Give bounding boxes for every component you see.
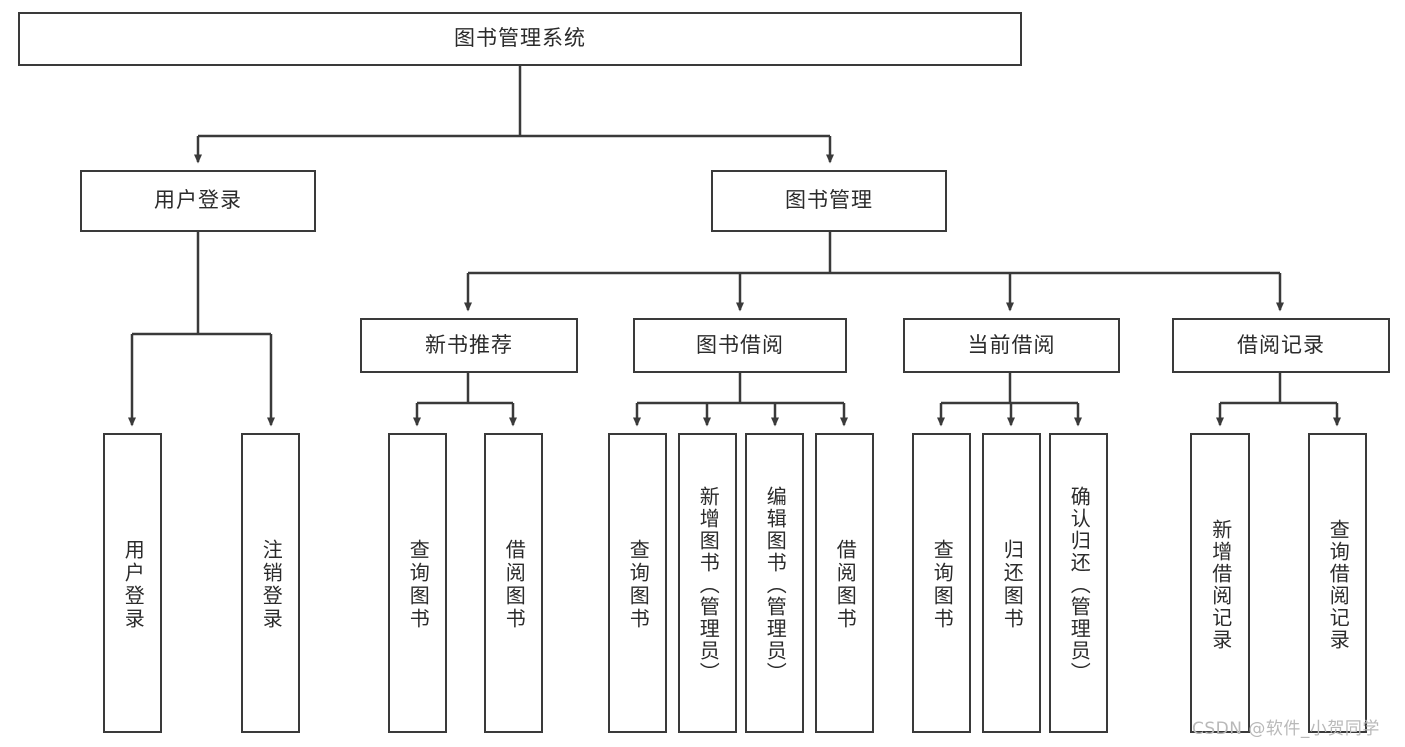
node-leaf-add-book-label: 新增图书（管理员） [696, 486, 721, 684]
csdn-watermark: CSDN @软件_小贺同学 [1192, 719, 1380, 739]
node-leaf-borrow-book-1-label: 借阅图书 [502, 539, 527, 631]
node-leaf-query-book-2[interactable]: 查询图书 [608, 433, 667, 733]
node-leaf-edit-book-label: 编辑图书（管理员） [763, 486, 788, 684]
node-user-login[interactable]: 用户登录 [80, 170, 316, 232]
node-leaf-edit-book[interactable]: 编辑图书（管理员） [745, 433, 804, 733]
node-leaf-query-record[interactable]: 查询借阅记录 [1308, 433, 1367, 733]
node-book-borrow-label: 图书借阅 [696, 332, 784, 357]
node-leaf-borrow-book-1[interactable]: 借阅图书 [484, 433, 543, 733]
node-root-label: 图书管理系统 [454, 26, 586, 51]
node-borrow-record[interactable]: 借阅记录 [1172, 318, 1390, 373]
node-leaf-query-record-label: 查询借阅记录 [1326, 519, 1351, 651]
node-book-manage[interactable]: 图书管理 [711, 170, 947, 232]
node-leaf-query-book-3[interactable]: 查询图书 [912, 433, 971, 733]
node-leaf-add-book[interactable]: 新增图书（管理员） [678, 433, 737, 733]
node-root[interactable]: 图书管理系统 [18, 12, 1022, 66]
node-leaf-query-book-1[interactable]: 查询图书 [388, 433, 447, 733]
node-leaf-user-logout[interactable]: 注销登录 [241, 433, 300, 733]
node-leaf-confirm-return[interactable]: 确认归还（管理员） [1049, 433, 1108, 733]
node-leaf-add-record[interactable]: 新增借阅记录 [1190, 433, 1250, 733]
node-leaf-user-login-label: 用户登录 [121, 539, 146, 631]
node-new-book-recommend-label: 新书推荐 [425, 332, 513, 357]
node-current-borrow-label: 当前借阅 [967, 332, 1056, 357]
node-leaf-confirm-return-label: 确认归还（管理员） [1067, 486, 1092, 684]
node-user-login-label: 用户登录 [154, 188, 242, 213]
node-leaf-query-book-2-label: 查询图书 [626, 539, 651, 631]
node-leaf-user-logout-label: 注销登录 [259, 539, 284, 631]
node-leaf-query-book-1-label: 查询图书 [406, 539, 431, 631]
node-borrow-record-label: 借阅记录 [1237, 332, 1325, 357]
node-current-borrow[interactable]: 当前借阅 [903, 318, 1120, 373]
node-leaf-return-book-label: 归还图书 [1000, 539, 1025, 631]
node-new-book-recommend[interactable]: 新书推荐 [360, 318, 578, 373]
node-book-manage-label: 图书管理 [785, 188, 873, 213]
node-book-borrow[interactable]: 图书借阅 [633, 318, 847, 373]
node-leaf-add-record-label: 新增借阅记录 [1208, 519, 1233, 651]
node-leaf-borrow-book-2[interactable]: 借阅图书 [815, 433, 874, 733]
node-leaf-borrow-book-2-label: 借阅图书 [833, 539, 858, 631]
node-leaf-user-login[interactable]: 用户登录 [103, 433, 162, 733]
node-leaf-return-book[interactable]: 归还图书 [982, 433, 1041, 733]
node-leaf-query-book-3-label: 查询图书 [930, 539, 955, 631]
